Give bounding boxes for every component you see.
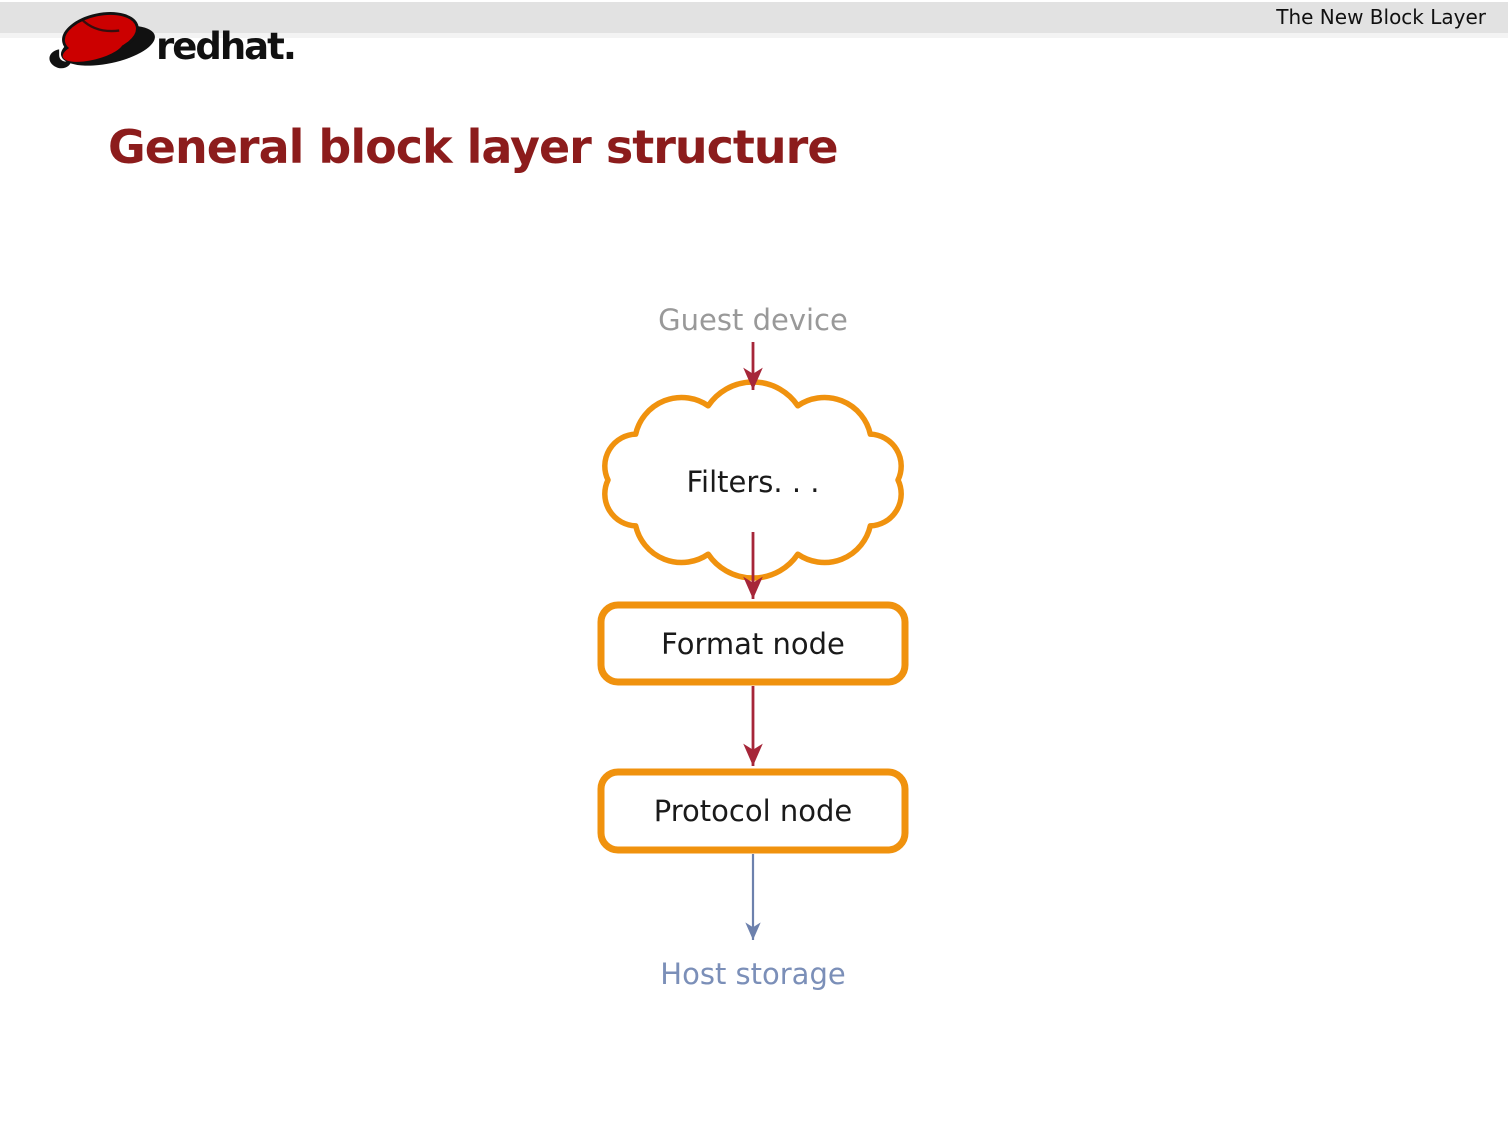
redhat-fedora-icon xyxy=(49,12,155,69)
host-storage-label: Host storage xyxy=(660,957,845,991)
protocol-node-label: Protocol node xyxy=(654,794,852,828)
protocol-node-box xyxy=(597,768,909,854)
header-bar-shadow xyxy=(0,33,1508,38)
guest-device-label: Guest device xyxy=(658,303,848,337)
redhat-wordmark: redhat. xyxy=(156,25,297,68)
redhat-wordmark-hat: hat. xyxy=(219,25,297,68)
block-layer-diagram: Guest device Filters. . . Format node Pr… xyxy=(597,303,909,991)
header-section-title: The New Block Layer xyxy=(1276,5,1486,29)
redhat-logo: redhat. xyxy=(46,4,297,74)
filters-cloud xyxy=(602,379,904,581)
format-node-box xyxy=(597,601,909,686)
format-node-label: Format node xyxy=(661,627,845,661)
redhat-wordmark-red: red xyxy=(156,25,222,68)
page-title: General block layer structure xyxy=(108,120,839,174)
header-bar: The New Block Layer xyxy=(0,2,1508,33)
filters-label: Filters. . . xyxy=(686,465,819,499)
